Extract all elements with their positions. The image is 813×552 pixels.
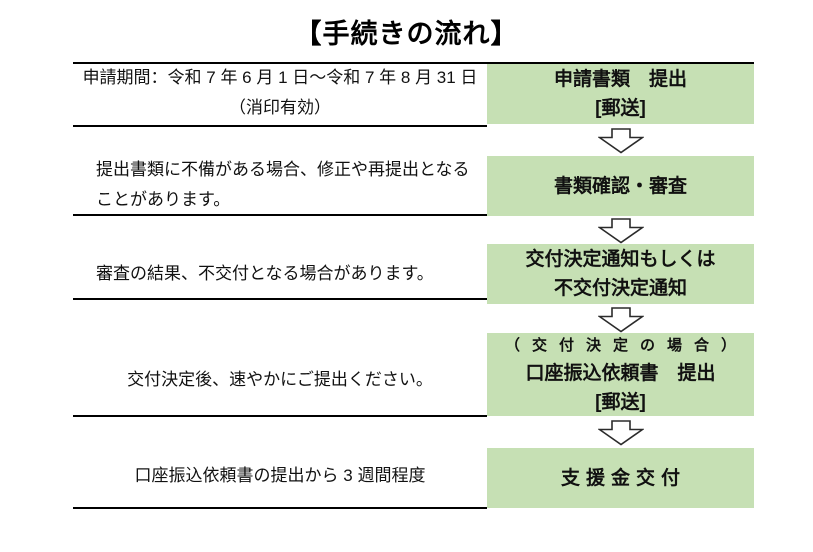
step1-box-line1: 申請書類 提出 [553, 69, 687, 90]
divider-bottom [73, 507, 487, 509]
step1-note: 申請期間：令和 7 年 6 月 1 日～令和 7 年 8 月 31 日 （消印有… [75, 64, 485, 122]
down-arrow-icon [598, 128, 644, 154]
step1-note-line1: 申請期間：令和 7 年 6 月 1 日～令和 7 年 8 月 31 日 [82, 68, 478, 87]
step2-box: 書類確認・審査 [487, 156, 754, 216]
step2-note-line1: 提出書類に不備がある場合、修正や再提出となる [96, 160, 470, 179]
step1-note-line2: （消印有効） [229, 98, 331, 117]
step3-note-line1: 審査の結果、不交付となる場合があります。 [96, 264, 434, 283]
step4-note: 交付決定後、速やかにご提出ください。 [75, 368, 485, 392]
step3-box-line1: 交付決定通知もしくは [525, 249, 716, 270]
down-arrow-icon [598, 218, 644, 244]
step5-note-line1: 口座振込依頼書の提出から 3 週間程度 [134, 466, 426, 485]
step2-box-line1: 書類確認・審査 [553, 175, 687, 197]
step5-box-line1: 支援金交付 [560, 467, 686, 489]
step3-note: 審査の結果、不交付となる場合があります。 [75, 262, 485, 286]
divider-row3 [73, 298, 487, 300]
step4-box-line1: （交付決定の場合） [504, 336, 748, 354]
divider-row4 [73, 415, 487, 417]
step4-box: （交付決定の場合） 口座振込依頼書 提出 [郵送] [487, 333, 754, 416]
down-arrow-icon [598, 420, 644, 446]
step1-box: 申請書類 提出 [郵送] [487, 64, 754, 124]
step2-note-line2: ことがあります。 [96, 190, 231, 209]
divider-top [73, 62, 754, 64]
page-title: 【手続きの流れ】 [294, 19, 519, 49]
step1-box-line2: [郵送] [595, 98, 646, 119]
step3-box: 交付決定通知もしくは 不交付決定通知 [487, 244, 754, 304]
step4-note-line1: 交付決定後、速やかにご提出ください。 [127, 370, 433, 389]
step5-note: 口座振込依頼書の提出から 3 週間程度 [75, 464, 485, 488]
step3-box-line2: 不交付決定通知 [553, 278, 687, 299]
step4-box-line2: 口座振込依頼書 提出 [525, 362, 716, 384]
step2-note: 提出書類に不備がある場合、修正や再提出となる ことがあります。 [75, 155, 485, 215]
divider-row1 [73, 125, 487, 127]
step4-box-line3: [郵送] [595, 391, 646, 413]
down-arrow-icon [598, 307, 644, 333]
divider-row2 [73, 214, 487, 216]
step5-box: 支援金交付 [487, 448, 754, 508]
